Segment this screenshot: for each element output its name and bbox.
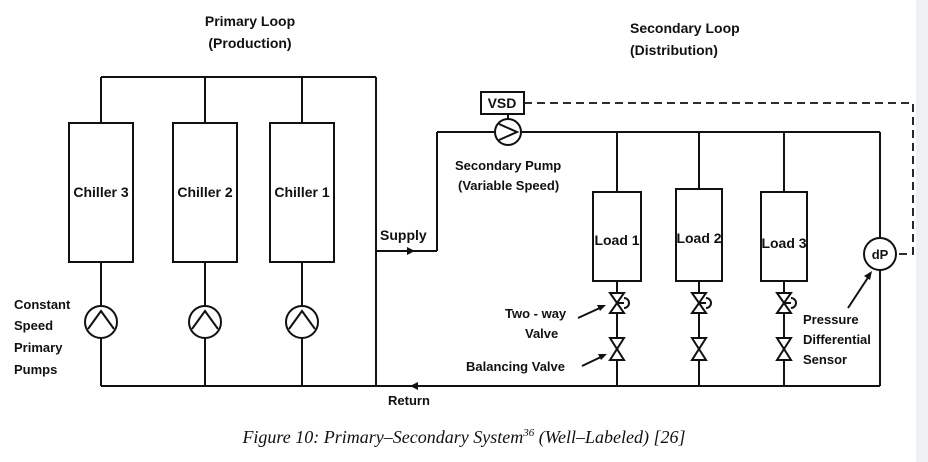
pressure-sensor-label-2: Differential [803, 332, 871, 347]
primary-loop-title: Primary Loop [205, 13, 295, 29]
pressure-sensor-label-1: Pressure [803, 312, 859, 327]
secondary-pump-icon [494, 118, 522, 146]
secondary-loop-subtitle: (Distribution) [630, 42, 718, 58]
page-edge [916, 0, 928, 462]
chiller-2-label: Chiller 2 [177, 184, 232, 200]
return-label: Return [388, 393, 430, 408]
chiller-1: Chiller 1 [269, 122, 335, 263]
balancing-valve-pointer [581, 355, 604, 367]
load-branch-1 [592, 132, 642, 386]
svg-text:Pumps: Pumps [14, 362, 57, 377]
sensor-label: dP [872, 247, 889, 262]
primary-pump-icon [84, 305, 118, 339]
pointer-arrow-icon [597, 305, 606, 311]
two-way-valve-label: Two - way [505, 306, 567, 321]
primary-pump-icon [285, 305, 319, 339]
svg-text:Primary: Primary [14, 340, 63, 355]
pointer-arrow-icon [864, 271, 872, 280]
load-2-label: Load 2 [676, 230, 721, 246]
supply-label: Supply [380, 227, 427, 243]
load-3-label: Load 3 [761, 235, 806, 251]
two-way-valve-icon [690, 292, 712, 314]
flow-arrow-icon [407, 247, 415, 255]
balancing-valve-label: Balancing Valve [466, 359, 565, 374]
pressure-sensor-label-3: Sensor [803, 352, 847, 367]
balancing-valve-icon [690, 337, 708, 361]
two-way-valve-icon [608, 292, 630, 314]
vsd-label: VSD [488, 95, 517, 111]
chiller-2: Chiller 2 [172, 122, 238, 263]
secondary-loop-title: Secondary Loop [630, 20, 740, 36]
sensor-pointer [847, 275, 870, 309]
balancing-valve-icon [775, 337, 793, 361]
supply-line [376, 131, 497, 255]
load-1-label: Load 1 [594, 232, 639, 248]
chiller-1-label: Chiller 1 [274, 184, 329, 200]
two-way-valve-sublabel: Valve [525, 326, 558, 341]
secondary-pump-sublabel: (Variable Speed) [458, 178, 559, 193]
chiller-3: Chiller 3 [68, 122, 134, 263]
control-signal-line [524, 102, 914, 255]
two-way-valve-icon [775, 292, 797, 314]
two-way-valve-pointer [577, 306, 603, 319]
svg-text:Constant: Constant [14, 297, 71, 312]
primary-loop-piping [100, 76, 880, 387]
primary-pump-icon [188, 305, 222, 339]
return-flow-arrow-icon [410, 382, 418, 390]
svg-text:Speed: Speed [14, 318, 53, 333]
secondary-pump-label: Secondary Pump [455, 158, 561, 173]
primary-loop-subtitle: (Production) [208, 35, 291, 51]
pointer-arrow-icon [598, 354, 607, 360]
chiller-3-label: Chiller 3 [73, 184, 128, 200]
differential-pressure-sensor-icon [863, 237, 897, 271]
load-branch-2 [675, 132, 723, 386]
figure-caption: Figure 10: Primary–Secondary System36 (W… [241, 427, 685, 448]
primary-pumps-label: Constant Speed Primary Pumps [14, 297, 71, 377]
balancing-valve-icon [608, 337, 626, 361]
